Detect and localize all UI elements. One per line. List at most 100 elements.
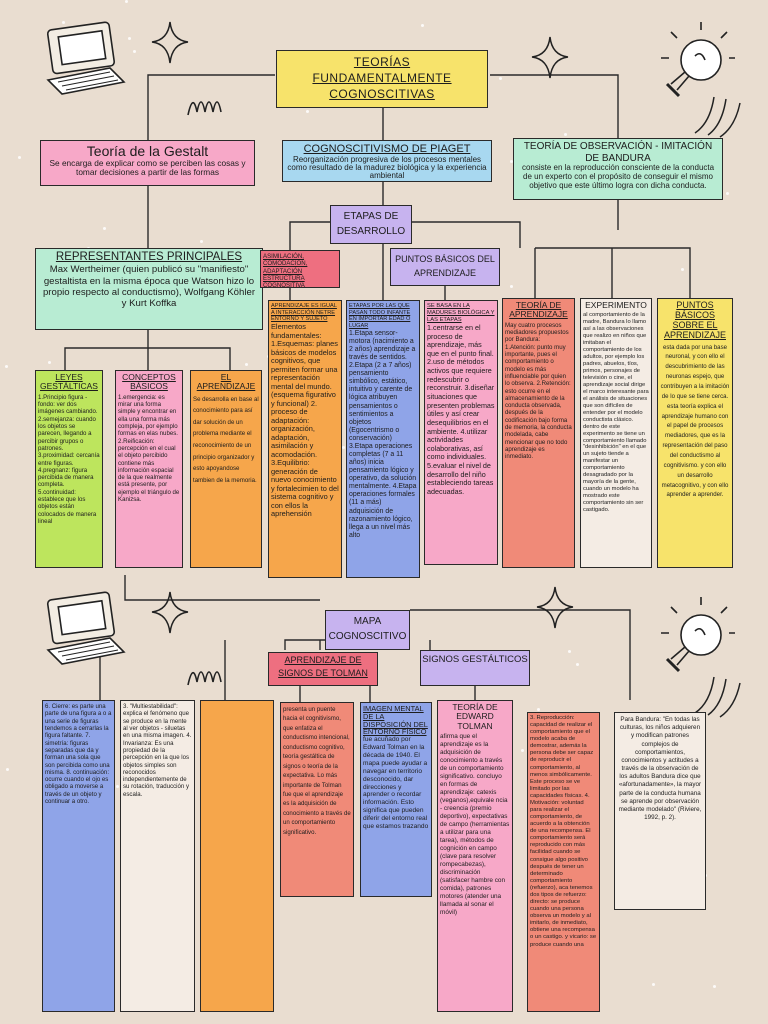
sparkle-icon-4 [536, 586, 574, 629]
piaget-col-1-head: APRENDIZAJE ES IGUAL A INTERACCIÓN NETRE… [271, 303, 337, 323]
main-title-text: TEORÍAS FUNDAMENTALMENTE COGNOSCITIVAS [312, 55, 452, 102]
sparkle-icon-2 [531, 36, 569, 79]
background-dot [521, 749, 524, 752]
bandura-title: TEORÍA DE OBSERVACIÓN - IMITACIÓN DE BAN… [523, 141, 713, 164]
puntos-basicos-piaget-text: PUNTOS BÁSICOS DEL APRENDIZAJE [395, 254, 495, 278]
piaget-col-2: ETAPAS POR LAS QUE PASAN TODO INFANTE EN… [346, 300, 420, 578]
bandura-quote: Para Bandura: "En todas las culturas, lo… [614, 712, 706, 910]
asimilacion-text: ASIMILACIÓN, COMODACIÓN, ADAPTACIÓN ESTR… [263, 253, 308, 288]
bandura-description: consiste en la reproducción consciente d… [521, 163, 715, 190]
piaget-col-2-text: 1.Etapa sensor-motora (nacimiento a 2 añ… [349, 329, 417, 539]
aprendizaje-signos-tolman: APRENDIZAJE DE SIGNOS DE TOLMAN [268, 652, 378, 686]
piaget-col-2-head: ETAPAS POR LAS QUE PASAN TODO INFANTE EN… [349, 303, 411, 330]
background-dot [681, 268, 684, 271]
signos-gestalticos-text: SIGNOS GESTÁLTICOS [422, 654, 528, 665]
gestalt-cont-2: 3. "Multiestabilidad": explica el fenóme… [120, 700, 195, 1012]
bandura-experimento-title: EXPERIMENTO [585, 300, 647, 310]
bandura-puntos-title: PUNTOS BÁSICOS SOBRE EL APRENDIZAJE [663, 300, 726, 340]
conceptos-title: CONCEPTOS BÁSICOS [122, 372, 176, 392]
main-title: TEORÍAS FUNDAMENTALMENTE COGNOSCITIVAS [276, 50, 488, 108]
squiggle-icon-4 [694, 676, 741, 718]
tolman-col-1: presenta un puente hacia el cognitivismo… [280, 702, 354, 897]
piaget-title: COGNOSCITIVISMO DE PIAGET [303, 143, 471, 155]
gestalt-cont-2-text: 3. "Multiestabilidad": explica el fenóme… [123, 703, 192, 798]
leyes-gestalticas: LEYES GESTÁLTICAS 1.Principio figura - f… [35, 370, 103, 568]
background-dot [116, 785, 119, 788]
lightbulb-icon [661, 22, 735, 98]
empty-orange-column [200, 700, 274, 1012]
bandura-cont-1-text: 3. Reproducción: capacidad de realizar e… [530, 715, 597, 948]
aprendizaje-signos-text: APRENDIZAJE DE SIGNOS DE TOLMAN [278, 655, 368, 679]
squiggle-icon [187, 101, 222, 116]
lightbulb-icon-2 [661, 597, 735, 673]
piaget-col-1-text: Elementos fundamentales: 1.Esquemas: pla… [271, 322, 339, 519]
squiggle-icon-3 [694, 96, 741, 138]
conceptos-text: 1.emergencia: es mirar una forma simple … [118, 393, 180, 504]
representantes-text: Max Wertheimer (quien publicó su "manifi… [42, 264, 256, 310]
background-dot [576, 663, 579, 666]
background-dot [510, 160, 513, 163]
tolman-col-2-head: IMAGEN MENTAL DE LA DISPOSICIÓN DEL ENTO… [363, 704, 428, 737]
tolman-col-3-title: TEORÍA DE EDWARD TOLMAN [452, 702, 498, 731]
background-dot [200, 240, 203, 243]
background-dot [499, 77, 502, 80]
background-dot [133, 50, 136, 53]
etapas-desarrollo: ETAPAS DE DESARROLLO [330, 205, 412, 244]
background-dot [342, 446, 345, 449]
gestalt-description: Se encarga de explicar como se perciben … [49, 158, 246, 178]
mapa-cognoscitivo: MAPA COGNOSCITIVO [325, 610, 410, 650]
background-dot [652, 983, 655, 986]
bandura-teoria-title: TEORÍA DE APRENDIZAJE [509, 300, 568, 320]
el-aprendizaje-text: Se desarrolla en base al conocimiento pa… [193, 395, 259, 484]
tolman-col-3-text: afirma que el aprendizaje es la adquisic… [440, 733, 510, 917]
puntos-basicos-piaget: PUNTOS BÁSICOS DEL APRENDIZAJE [390, 248, 500, 286]
bandura-cont-1: 3. Reproducción: capacidad de realizar e… [527, 712, 600, 1012]
bandura-quote-text: Para Bandura: "En todas las culturas, lo… [618, 716, 702, 822]
background-dot [568, 650, 571, 653]
background-dot [6, 768, 9, 771]
piaget-col-3: SE BASA EN LA MADURES BIOLÓGICA Y LAS ET… [424, 300, 498, 565]
piaget-col-1: APRENDIZAJE ES IGUAL A INTERACCIÓN NETRE… [268, 300, 342, 578]
laptop-icon-bottom [46, 591, 126, 665]
leyes-title: LEYES GESTÁLTICAS [40, 372, 98, 392]
background-dot [245, 363, 248, 366]
gestalt-title: Teoría de la Gestalt [86, 143, 209, 159]
bandura-puntos: PUNTOS BÁSICOS SOBRE EL APRENDIZAJE esta… [657, 298, 733, 568]
background-dot [103, 227, 106, 230]
leyes-text: 1.Principio figura - fondo: ver dos imág… [38, 393, 100, 525]
background-dot [421, 24, 424, 27]
conceptos-basicos: CONCEPTOS BÁSICOS 1.emergencia: es mirar… [115, 370, 183, 568]
mapa-cognoscitivo-text: MAPA COGNOSCITIVO [328, 616, 407, 642]
piaget-description: Reorganización progresiva de los proceso… [287, 154, 487, 181]
tolman-col-3: TEORÍA DE EDWARD TOLMAN afirma que el ap… [437, 700, 513, 1012]
background-dot [726, 192, 729, 195]
background-dot [125, 0, 128, 3]
bandura-experimento: EXPERIMENTO al comportamiento de la madr… [580, 298, 652, 568]
gestalt-header: Teoría de la Gestalt Se encarga de expli… [40, 140, 255, 186]
gestalt-cont-1: 6. Cierre: es parte una parte de una fig… [42, 700, 115, 1012]
sparkle-icon-3 [151, 591, 189, 634]
bandura-header: TEORÍA DE OBSERVACIÓN - IMITACIÓN DE BAN… [513, 138, 723, 200]
background-dot [18, 156, 21, 159]
background-dot [306, 110, 309, 113]
laptop-icon [46, 21, 126, 95]
sparkle-icon [151, 21, 189, 64]
background-dot [713, 985, 716, 988]
gestalt-cont-1-text: 6. Cierre: es parte una parte de una fig… [45, 703, 112, 806]
piaget-col-3-head: SE BASA EN LA MADURES BIOLÓGICA Y LAS ET… [427, 303, 495, 323]
piaget-col-3-text: 1.centrarse en el proceso de aprendizaje… [427, 322, 495, 497]
background-dot [537, 708, 540, 711]
piaget-header: COGNOSCITIVISMO DE PIAGET Reorganización… [282, 140, 492, 182]
background-dot [62, 21, 65, 24]
el-aprendizaje: EL APRENDIZAJE Se desarrolla en base al … [190, 370, 262, 568]
background-dot [564, 133, 567, 136]
bandura-experimento-text: al comportamiento de la madre, Bandura l… [583, 312, 649, 514]
representantes-title: REPRESENTANTES PRINCIPALES [55, 251, 243, 263]
tolman-col-2: IMAGEN MENTAL DE LA DISPOSICIÓN DEL ENTO… [360, 702, 432, 897]
tolman-col-2-text: fue acuñado por Edward Tolman en la déca… [363, 736, 429, 831]
el-aprendizaje-title: EL APRENDIZAJE [196, 372, 256, 392]
etapas-desarrollo-text: ETAPAS DE DESARROLLO [336, 211, 406, 237]
tolman-col-1-text: presenta un puente hacia el cognitivismo… [283, 706, 351, 836]
background-dot [510, 285, 513, 288]
signos-gestalticos: SIGNOS GESTÁLTICOS [420, 650, 530, 686]
